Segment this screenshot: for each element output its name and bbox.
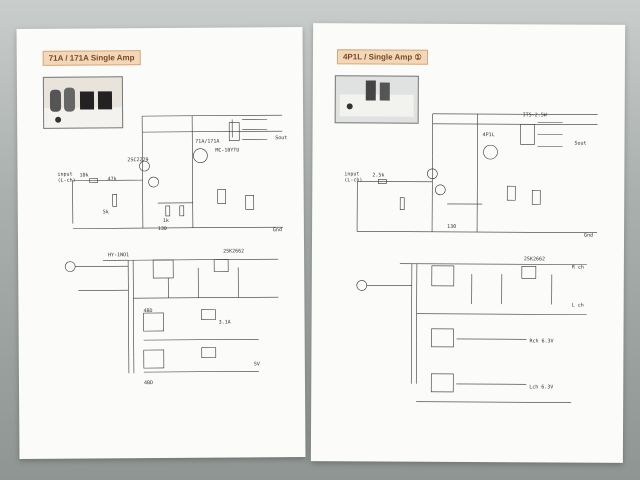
right-amplifier-schematic: 4P1L ITS-2.5W input (L-ch) 2.5k Gnd Sout… <box>344 112 598 403</box>
schematic-label-tube-4p1l: 4P1L <box>483 132 495 138</box>
schematic-label-gnd-right: Gnd <box>584 233 593 239</box>
schematic-label-output-transformer: ITS-2.5W <box>523 112 548 118</box>
schematic-label-resistor-10k: 10k <box>80 173 89 179</box>
psu-label-4bd-top: 4BD <box>143 308 152 314</box>
schematic-label-input: input <box>57 172 72 178</box>
psu-label-lch-heater: Lch 6.3V <box>529 384 553 390</box>
psu-label-lch: L ch <box>572 303 584 309</box>
left-schematic-sheet: 71A / 171A Single Amp <box>16 27 306 459</box>
right-amp-photo <box>334 75 419 124</box>
schematic-label-sout: Sout <box>275 135 287 141</box>
schematic-label-transformer: MC-10YTU <box>215 147 239 153</box>
psu-label-sv: SV <box>254 361 260 367</box>
schematic-label-130: 130 <box>158 226 167 232</box>
schematic-label-tube: 71A/171A <box>195 139 219 145</box>
psu-label-transformer: HY-1NO1 <box>108 252 129 258</box>
left-amp-photo <box>42 76 124 129</box>
schematic-label-channel: (L-ch) <box>58 178 76 184</box>
schematic-label-2-5k: 2.5k <box>372 172 384 178</box>
right-schematic-sheet: 4P1L / Single Amp ① <box>310 23 626 463</box>
psu-label-mosfet: 2SK2662 <box>223 248 244 254</box>
psu-label-4bd-bottom: 4BD <box>144 380 153 386</box>
schematic-label-47k: 47k <box>108 176 117 182</box>
schematic-label-5k: 5k <box>103 209 109 215</box>
schematic-label-1k: 1k <box>163 218 169 224</box>
schematic-label-sout-right: Sout <box>575 141 587 147</box>
psu-label-rch: R ch <box>572 265 584 271</box>
schematic-label-gnd: Gnd <box>273 227 282 233</box>
schematic-label-130-right: 130 <box>447 224 456 230</box>
psu-label-rch-heater: Rch 6.3V <box>529 338 553 344</box>
psu-label-mosfet-right: 2SK2662 <box>524 256 545 262</box>
psu-label-3a: 3.1A <box>219 320 231 326</box>
schematic-label-transistor: 2SC2229 <box>127 157 148 163</box>
left-amplifier-schematic: 2SC2229 71A/171A MC-10YTU input (L-ch) 1… <box>57 114 287 386</box>
schematic-label-input-right: input <box>344 171 359 177</box>
schematic-label-channel-right: (L-ch) <box>344 177 362 183</box>
